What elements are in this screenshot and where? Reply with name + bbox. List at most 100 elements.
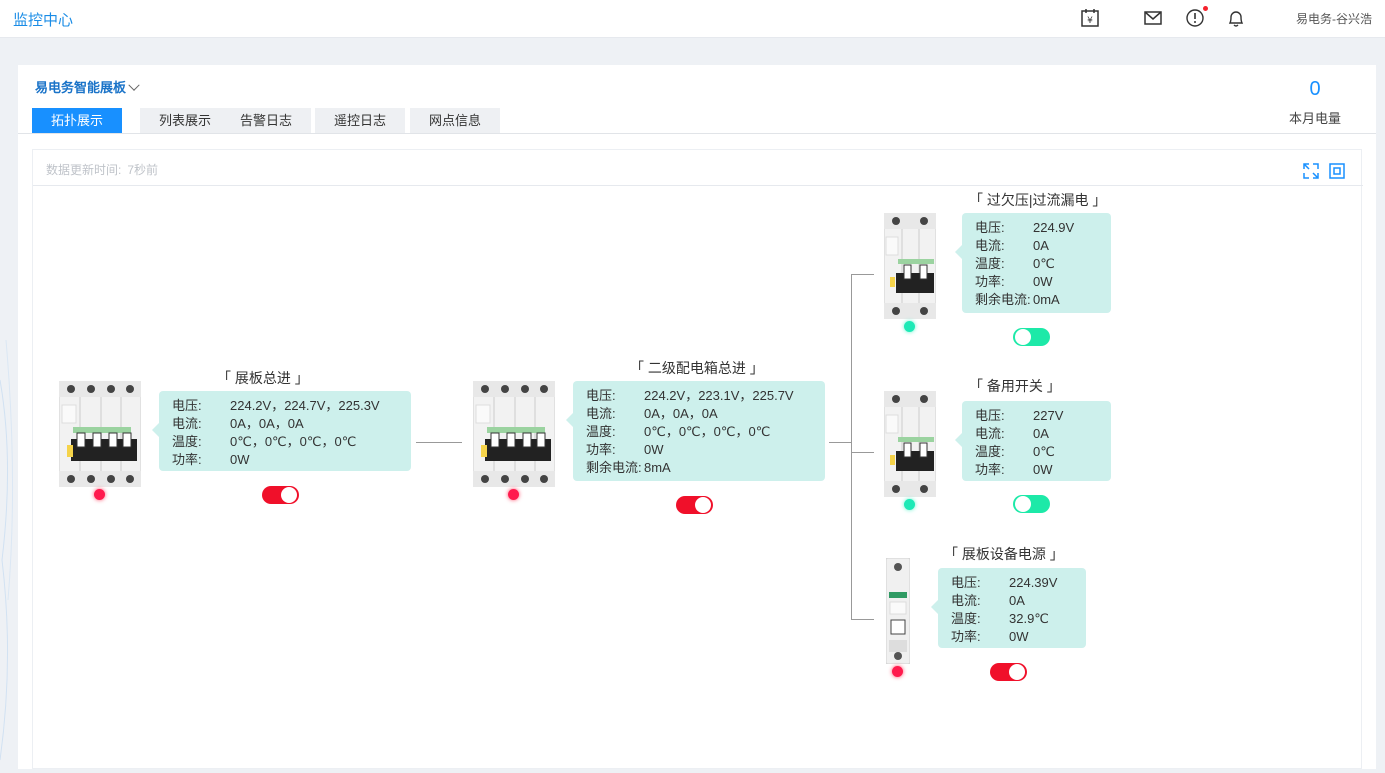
node-main-power: 0W: [230, 452, 250, 467]
node-device-info: 电压:224.39V 电流:0A 温度:32.9℃ 功率:0W: [931, 568, 1086, 648]
wire-secondary-out: [829, 442, 851, 443]
user-name[interactable]: 易电务-谷兴浩: [1296, 12, 1372, 26]
wire-branch-overvolt: [851, 274, 874, 275]
switch-knob: [695, 497, 711, 513]
label-current: 电流:: [586, 406, 616, 421]
switch-knob: [281, 487, 297, 503]
node-overvolt-voltage: 224.9V: [1033, 220, 1075, 235]
wire-branch-device: [851, 619, 874, 620]
label-temperature: 温度:: [586, 424, 616, 439]
topology-canvas: 数据更新时间:7秒前 「 展板总进 」 电压: 224.2V，224.7V，225…: [32, 149, 1363, 769]
board-panel: 易电务智能展板 拓扑展示 列表展示 告警日志 遥控日志 网点信息 0 本月电量 …: [18, 65, 1376, 769]
node-device-switch[interactable]: [990, 663, 1027, 681]
node-device-temperature: 32.9℃: [1009, 611, 1049, 626]
label-voltage: 电压:: [975, 408, 1005, 423]
node-backup-status: [904, 499, 915, 510]
node-overvolt-status: [904, 321, 915, 332]
node-main-status: [94, 489, 105, 500]
node-overvolt-power: 0W: [1033, 274, 1053, 289]
node-overvolt-current: 0A: [1033, 238, 1049, 253]
app-title[interactable]: 监控中心: [13, 12, 74, 29]
node-device-power: 0W: [1009, 629, 1029, 644]
breaker-secondary-image[interactable]: [473, 381, 555, 487]
switch-knob: [1015, 496, 1031, 512]
monthly-energy-value: 0: [1309, 78, 1321, 100]
label-power: 功率:: [172, 452, 202, 467]
mail-icon[interactable]: [1143, 8, 1163, 28]
label-current: 电流:: [172, 416, 202, 431]
node-secondary-temperature: 0℃，0℃，0℃，0℃: [644, 424, 771, 439]
node-backup-current: 0A: [1033, 426, 1049, 441]
node-device-status: [892, 666, 903, 677]
svg-text:¥: ¥: [1087, 16, 1093, 26]
wire-branch-backup: [851, 452, 874, 453]
label-current: 电流:: [975, 426, 1005, 441]
node-secondary-switch[interactable]: [676, 496, 713, 514]
wire-main-to-secondary: [416, 442, 462, 443]
label-leakage: 剩余电流:: [586, 460, 642, 475]
monthly-energy-label: 本月电量: [1288, 111, 1341, 126]
node-main-temperature: 0℃，0℃，0℃，0℃: [230, 434, 357, 449]
label-voltage: 电压:: [172, 398, 202, 413]
switch-knob: [1015, 329, 1031, 345]
node-overvolt-title: 「 过欠压|过流漏电 」: [969, 192, 1107, 208]
label-temperature: 温度:: [172, 434, 202, 449]
label-voltage: 电压:: [586, 388, 616, 403]
fit-view-icon[interactable]: [1328, 162, 1346, 180]
label-power: 功率:: [975, 462, 1005, 477]
label-power: 功率:: [975, 274, 1005, 289]
board-selector[interactable]: 易电务智能展板: [35, 77, 140, 96]
node-main-current: 0A，0A，0A: [230, 416, 304, 431]
node-backup-switch[interactable]: [1013, 495, 1050, 513]
alert-badge: [1203, 6, 1208, 11]
node-backup-title: 「 备用开关 」: [969, 378, 1061, 394]
breaker-overvolt-image[interactable]: [884, 213, 936, 319]
label-temperature: 温度:: [951, 611, 981, 626]
label-current: 电流:: [975, 238, 1005, 253]
tab-topology[interactable]: 拓扑展示: [32, 108, 122, 133]
node-backup-power: 0W: [1033, 462, 1053, 477]
node-secondary-leakage: 8mA: [644, 460, 671, 475]
node-secondary-title: 「 二级配电箱总进 」: [630, 360, 764, 376]
breaker-device-image[interactable]: [886, 558, 910, 664]
label-temperature: 温度:: [975, 256, 1005, 271]
node-main-title: 「 展板总进 」: [217, 370, 309, 386]
node-device-title: 「 展板设备电源 」: [944, 546, 1064, 562]
calendar-yuan-icon[interactable]: ¥: [1080, 8, 1100, 28]
node-overvolt-temperature: 0℃: [1033, 256, 1055, 271]
fullscreen-icon[interactable]: [1302, 162, 1320, 180]
node-secondary-info: 电压:224.2V，223.1V，225.7V 电流:0A，0A，0A 温度:0…: [566, 381, 825, 481]
tab-divider: [18, 133, 1376, 134]
node-backup-temperature: 0℃: [1033, 444, 1055, 459]
node-main-info: 电压: 224.2V，224.7V，225.3V 电流: 0A，0A，0A 温度: 0…: [152, 391, 411, 471]
node-device-voltage: 224.39V: [1009, 575, 1058, 590]
update-time: 数据更新时间:7秒前: [46, 161, 158, 178]
label-voltage: 电压:: [951, 575, 981, 590]
label-current: 电流:: [951, 593, 981, 608]
alert-icon[interactable]: [1185, 6, 1208, 28]
node-backup-info: 电压:227V 电流:0A 温度:0℃ 功率:0W: [955, 401, 1111, 481]
background-decoration: [0, 340, 14, 761]
label-temperature: 温度:: [975, 444, 1005, 459]
label-power: 功率:: [586, 442, 616, 457]
update-time-value: 7秒前: [127, 163, 159, 177]
node-overvolt-switch[interactable]: [1013, 328, 1050, 346]
node-secondary-status: [508, 489, 519, 500]
node-overvolt-leakage: 0mA: [1033, 292, 1060, 307]
canvas-divider: [33, 185, 1363, 186]
node-main-switch[interactable]: [262, 486, 299, 504]
chevron-down-icon: [128, 79, 140, 91]
board-title: 易电务智能展板: [35, 80, 127, 95]
bell-icon[interactable]: [1226, 8, 1246, 28]
breaker-backup-image[interactable]: [884, 391, 936, 497]
switch-knob: [1009, 664, 1025, 680]
breaker-main-image[interactable]: [59, 381, 141, 487]
node-main-voltage: 224.2V，224.7V，225.3V: [230, 398, 380, 413]
wire-trunk: [851, 274, 852, 619]
tab-alarm-log[interactable]: 告警日志: [221, 108, 311, 133]
tab-remote-log[interactable]: 遥控日志: [315, 108, 405, 133]
node-secondary-current: 0A，0A，0A: [644, 406, 718, 421]
tab-site-info[interactable]: 网点信息: [410, 108, 500, 133]
tab-list[interactable]: 列表展示: [140, 108, 230, 133]
label-power: 功率:: [951, 629, 981, 644]
